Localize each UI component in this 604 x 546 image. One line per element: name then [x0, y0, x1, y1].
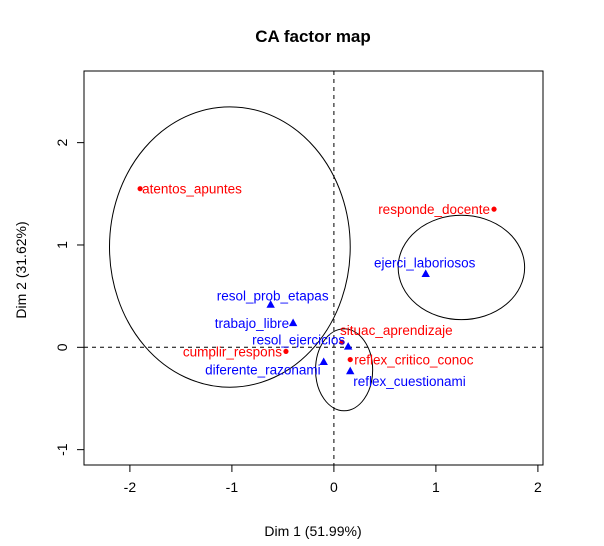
data-point-dot [137, 186, 143, 192]
x-tick-label: -1 [226, 479, 239, 495]
data-point-triangle [288, 318, 298, 327]
x-tick-label: 2 [534, 479, 542, 495]
x-tick-label: -2 [124, 479, 137, 495]
y-tick-label: -1 [54, 443, 70, 456]
data-point-label: situac_aprendizaje [340, 323, 453, 338]
data-point-dot [491, 206, 497, 212]
x-axis-label: Dim 1 (51.99%) [264, 523, 361, 539]
data-point-label: trabajo_libre [215, 316, 289, 331]
chart-title: CA factor map [255, 27, 371, 46]
data-point-label: reflex_critico_conoc [354, 353, 474, 368]
data-point-label: diferente_razonami [205, 363, 321, 378]
data-point-label: responde_docente [378, 202, 490, 217]
x-tick-label: 0 [330, 479, 338, 495]
data-point-triangle [421, 269, 430, 277]
x-tick-label: 1 [432, 479, 440, 495]
data-point-label: atentos_apuntes [142, 182, 242, 197]
y-tick-label: 0 [54, 343, 70, 351]
data-point-triangle [346, 366, 355, 375]
y-tick-label: 1 [54, 241, 70, 249]
y-axis-label: Dim 2 (31.62%) [13, 221, 29, 318]
plot-frame [83, 70, 544, 466]
data-point-dot [347, 356, 353, 363]
data-point-triangle [343, 342, 353, 350]
data-point-label: ejerci_laboriosos [374, 256, 476, 271]
data-point-label: reflex_cuestionami [353, 374, 466, 389]
confidence-ellipse [109, 106, 351, 388]
data-point-dot [339, 339, 345, 345]
plot-area: -2 -1 0 1 2 -1 0 1 2 atentos_apuntes responde_doce… [54, 70, 544, 495]
confidence-ellipse [315, 328, 374, 412]
data-point-label: resol_ejercicios [252, 332, 345, 347]
data-point-label: resol_prob_etapas [217, 288, 329, 303]
data-point-triangle [319, 357, 328, 365]
data-point-dot [283, 348, 289, 355]
data-point-triangle [266, 300, 275, 308]
confidence-ellipse [397, 214, 526, 321]
y-tick-label: 2 [54, 139, 70, 147]
data-point-label: cumplir_respons [183, 344, 282, 359]
